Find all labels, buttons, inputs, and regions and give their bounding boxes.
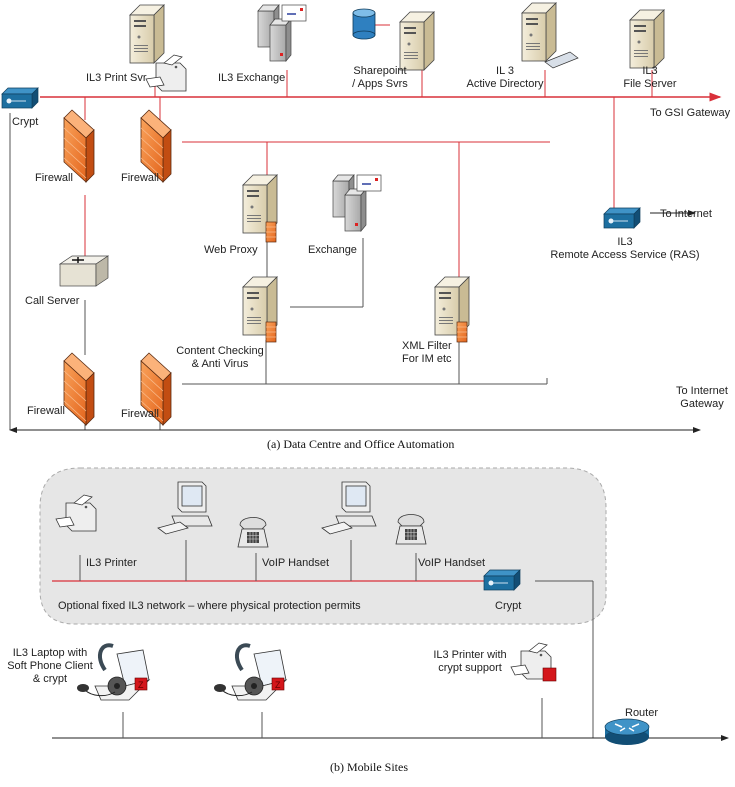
router-icon [604, 718, 650, 745]
printer-label: IL3 Printer [86, 557, 137, 569]
content-checking-label-line1: Content Checking [176, 345, 264, 357]
sharepoint-label-line2: / Apps Svrs [352, 78, 408, 90]
internet-gateway-label-line1: To Internet [676, 385, 728, 397]
internet-gateway-label-line2: Gateway [680, 398, 724, 410]
voip-handset-label: VoIP Handset [418, 557, 486, 569]
content-checking-label-line2: & Anti Virus [191, 358, 249, 370]
web-proxy-server-icon [242, 174, 278, 243]
internal-grey-links [9, 113, 701, 433]
figure-a-caption: (a) Data Centre and Office Automation [267, 437, 455, 451]
dmz-link [84, 141, 550, 280]
exchange-label: Exchange [308, 244, 357, 256]
content-checking-server-icon [242, 276, 278, 343]
file-server-icon [629, 9, 665, 69]
exchange-server-icon [332, 174, 382, 232]
figure-b-caption: (b) Mobile Sites [330, 760, 408, 774]
crypt-printer-icon [510, 642, 557, 682]
router-label: Router [625, 707, 659, 719]
ras-label-line2: Remote Access Service (RAS) [550, 249, 700, 261]
active-directory-label-line1: IL 3 [496, 65, 514, 77]
crypt-icon [483, 569, 521, 591]
crypt-icon [1, 87, 39, 109]
voip-handset-label: VoIP Handset [262, 557, 330, 569]
sharepoint-label-line1: Sharepoint [353, 65, 407, 77]
active-directory-server-icon [521, 2, 579, 69]
web-proxy-label: Web Proxy [204, 244, 258, 256]
print-server-label: IL3 Print Svr [86, 72, 147, 84]
active-directory-label-line2: Active Directory [466, 78, 544, 90]
laptop-label-line2: Soft Phone Client [7, 660, 93, 672]
database-icon [352, 8, 376, 40]
secure-backbone [40, 24, 722, 208]
gsi-gateway-label: To GSI Gateway [650, 107, 731, 119]
voip-phone-icon [395, 514, 427, 545]
ras-device-icon [603, 207, 641, 229]
crypt-printer-label-line1: IL3 Printer with [433, 649, 507, 661]
firewall-label: Firewall [27, 405, 65, 417]
firewall-icon [63, 352, 95, 426]
file-server-label-line2: File Server [623, 78, 677, 90]
crypt-printer-label-line2: crypt support [438, 662, 502, 674]
to-internet-label: To Internet [660, 208, 712, 220]
firewall-label: Firewall [121, 408, 159, 420]
xml-filter-label-line1: XML Filter [402, 340, 452, 352]
sharepoint-server-icon [399, 11, 435, 71]
xml-filter-server-icon [434, 276, 470, 343]
call-server-icon [58, 255, 110, 287]
laptop-softphone-icon [212, 643, 288, 702]
firewall-label: Firewall [121, 172, 159, 184]
firewall-label: Firewall [35, 172, 73, 184]
call-server-label: Call Server [25, 295, 80, 307]
file-server-label-line1: IL3 [642, 65, 658, 77]
laptop-label-line1: IL3 Laptop with [12, 647, 88, 659]
crypt-label: Crypt [495, 600, 522, 612]
optional-network-label: Optional fixed IL3 network – where physi… [58, 600, 361, 612]
crypt-label: Crypt [12, 116, 39, 128]
laptop-label-line3: & crypt [32, 673, 68, 685]
exchange-label: IL3 Exchange [218, 72, 286, 84]
xml-filter-label-line2: For IM etc [402, 353, 452, 365]
exchange-server-icon [257, 4, 307, 62]
ras-label-line1: IL3 [617, 236, 633, 248]
voip-phone-icon [237, 517, 269, 548]
